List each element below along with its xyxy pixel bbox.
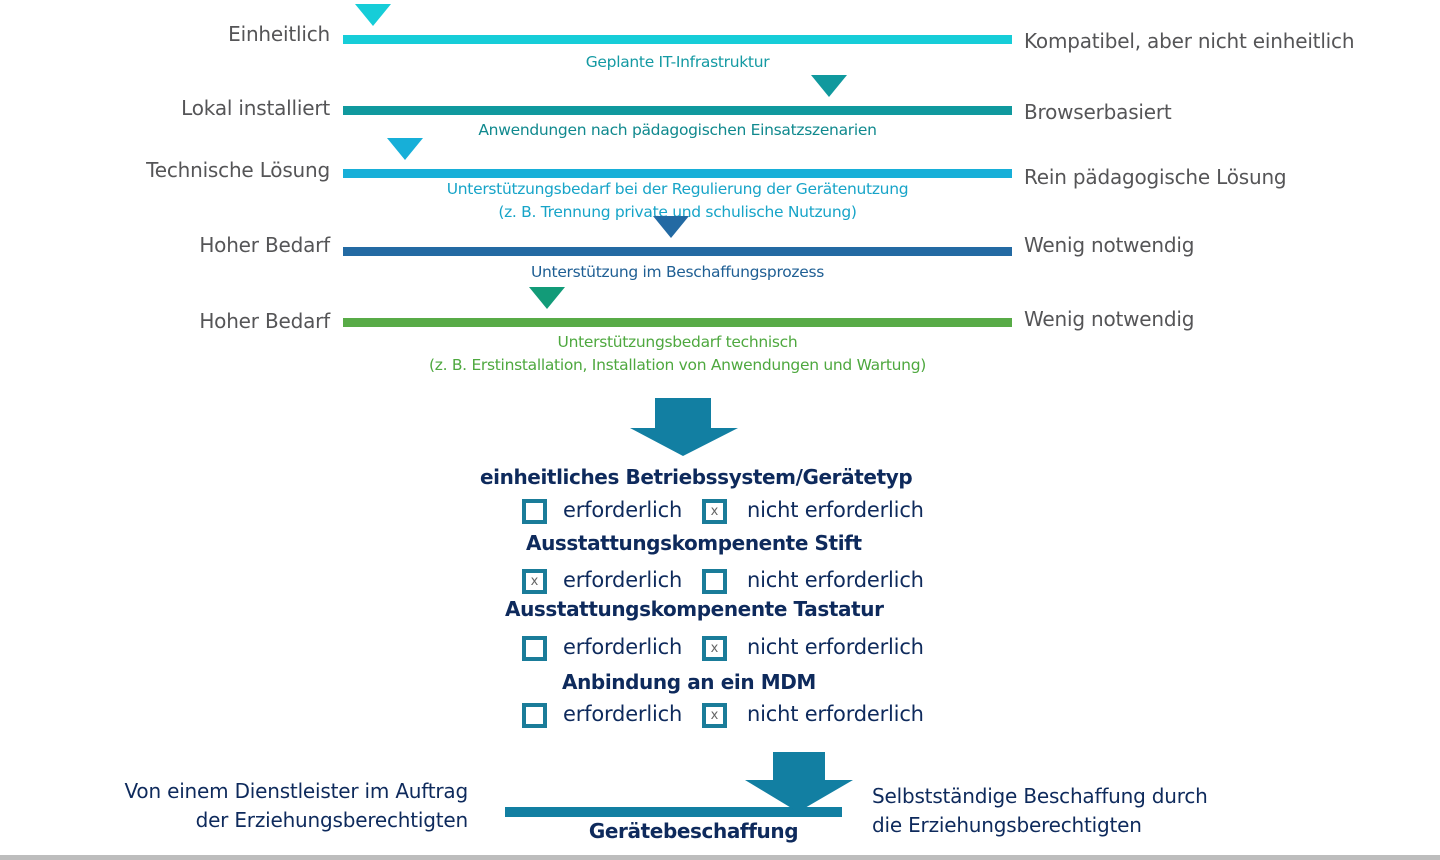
option-label: nicht erforderlich	[747, 702, 924, 726]
scale-left-label: Technische Lösung	[146, 158, 330, 182]
checkbox-unchecked[interactable]	[522, 703, 547, 728]
scale-right-label: Browserbasiert	[1024, 100, 1172, 124]
x-mark-icon: x	[710, 641, 719, 656]
option-label: erforderlich	[563, 635, 683, 659]
scale-left-label: Lokal installiert	[181, 96, 330, 120]
scale-bar	[343, 35, 1012, 44]
procurement-bar	[505, 807, 842, 817]
scale-caption-line: (z. B. Trennung private und schulische N…	[498, 203, 857, 221]
scale-caption: Unterstützungsbedarf technisch (z. B. Ers…	[343, 331, 1012, 377]
scale-bar	[343, 318, 1012, 327]
option-label: erforderlich	[563, 568, 683, 592]
checkbox-unchecked[interactable]	[702, 569, 727, 594]
procurement-left-line-2: der Erziehungsberechtigten	[195, 808, 469, 832]
scale-bar	[343, 169, 1012, 178]
requirement-title: Anbindung an ein MDM	[562, 670, 816, 694]
requirement-title: Ausstattungskompenente Stift	[526, 531, 862, 555]
option-label: nicht erforderlich	[747, 635, 924, 659]
procurement-left-label: Von einem Dienstleister im Auftrag der E…	[124, 777, 468, 835]
scale-caption-line: (z. B. Erstinstallation, Installation vo…	[429, 356, 926, 374]
option-label: nicht erforderlich	[747, 568, 924, 592]
scale-caption: Unterstützungsbedarf bei der Regulierung…	[343, 178, 1012, 224]
procurement-left-line-1: Von einem Dienstleister im Auftrag	[124, 779, 468, 803]
procurement-right-line-1: Selbstständige Beschaffung durch	[872, 784, 1208, 808]
bottom-edge-strip	[0, 855, 1440, 860]
scale-right-label: Rein pädagogische Lösung	[1024, 165, 1287, 189]
x-mark-icon: x	[530, 574, 539, 589]
scale-right-label: Wenig notwendig	[1024, 307, 1195, 331]
scale-marker-triangle-icon	[355, 4, 392, 26]
requirement-title: einheitliches Betriebssystem/Gerätetyp	[480, 465, 913, 489]
scale-right-label: Wenig notwendig	[1024, 233, 1195, 257]
procurement-right-label: Selbstständige Beschaffung durch die Erz…	[872, 782, 1208, 840]
scale-left-label: Einheitlich	[228, 22, 330, 46]
scale-marker-triangle-icon	[810, 75, 847, 97]
procurement-marker-arrow-icon	[745, 752, 854, 812]
down-arrow-icon	[630, 398, 738, 456]
scale-left-label: Hoher Bedarf	[199, 233, 330, 257]
option-label: erforderlich	[563, 702, 683, 726]
x-mark-icon: x	[710, 504, 719, 519]
checkbox-unchecked[interactable]	[522, 636, 547, 661]
scale-marker-triangle-icon	[529, 287, 566, 309]
scale-caption: Geplante IT-Infrastruktur	[343, 51, 1012, 74]
scale-bar	[343, 247, 1012, 256]
scale-caption-line: Unterstützungsbedarf technisch	[557, 333, 798, 351]
checkbox-checked[interactable]: x	[522, 569, 547, 594]
scale-caption: Anwendungen nach pädagogischen Einsatzsz…	[343, 119, 1012, 142]
scale-caption: Unterstützung im Beschaffungsprozess	[343, 261, 1012, 284]
scale-right-label: Kompatibel, aber nicht einheitlich	[1024, 29, 1355, 53]
checkbox-unchecked[interactable]	[522, 499, 547, 524]
scale-bar	[343, 106, 1012, 115]
requirement-title: Ausstattungskompenente Tastatur	[505, 597, 884, 621]
scale-caption-line: Unterstützung im Beschaffungsprozess	[530, 263, 825, 281]
checkbox-checked[interactable]: x	[702, 499, 727, 524]
scale-caption-line: Anwendungen nach pädagogischen Einsatzsz…	[478, 121, 877, 139]
scale-caption-line: Unterstützungsbedarf bei der Regulierung…	[446, 180, 909, 198]
scale-marker-triangle-icon	[387, 138, 424, 160]
option-label: erforderlich	[563, 498, 683, 522]
checkbox-checked[interactable]: x	[702, 636, 727, 661]
x-mark-icon: x	[710, 708, 719, 723]
scale-left-label: Hoher Bedarf	[199, 309, 330, 333]
scale-marker-triangle-icon	[652, 216, 689, 238]
option-label: nicht erforderlich	[747, 498, 924, 522]
scale-caption-line: Geplante IT-Infrastruktur	[585, 53, 770, 71]
procurement-title: Gerätebeschaffung	[588, 819, 799, 843]
procurement-right-line-2: die Erziehungsberechtigten	[872, 813, 1142, 837]
checkbox-checked[interactable]: x	[702, 703, 727, 728]
